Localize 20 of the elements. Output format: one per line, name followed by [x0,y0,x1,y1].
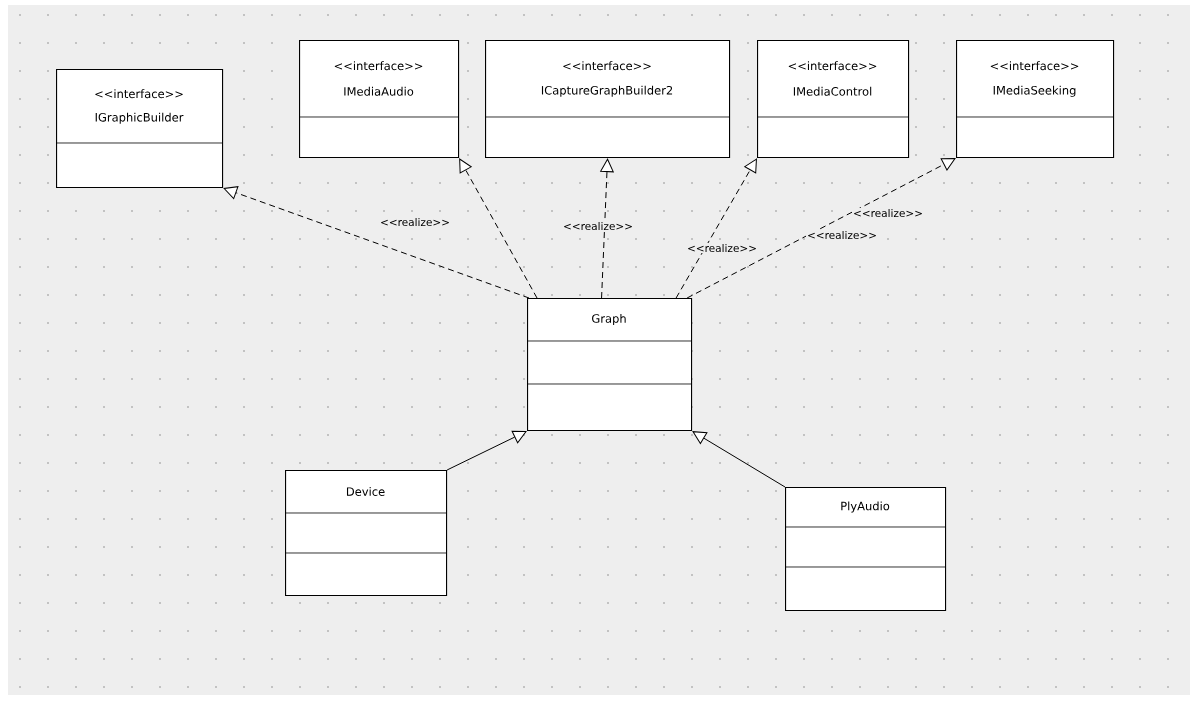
class-box: PlyAudio [784,487,947,612]
edge-label: <<realize>> [852,207,924,219]
class-box: Graph [526,298,693,432]
class-box: <<interface>> IMediaAudio [298,40,460,159]
class-box: <<interface>> IMediaControl [756,40,910,159]
class-box: <<interface>> ICaptureGraphBuilder2 [484,40,731,159]
stereotype-label: <<realize>> [806,229,878,241]
realization-arrow [446,430,527,471]
realization-arrow [600,158,614,299]
realization-arrow [692,431,786,488]
edge-label: <<realize>> [379,216,451,228]
class-box: <<interface>> IMediaSeeking [955,40,1115,159]
realization-arrow [675,158,757,299]
realization-arrow [223,186,530,299]
realization-arrow [686,158,956,299]
class-box: <<interface>> IGraphicBuilder [55,69,224,189]
realization-arrow [459,158,538,299]
edge-label: <<realize>> [562,220,634,232]
edge-label: <<realize>> [686,242,758,254]
class-box: Device [284,470,448,597]
